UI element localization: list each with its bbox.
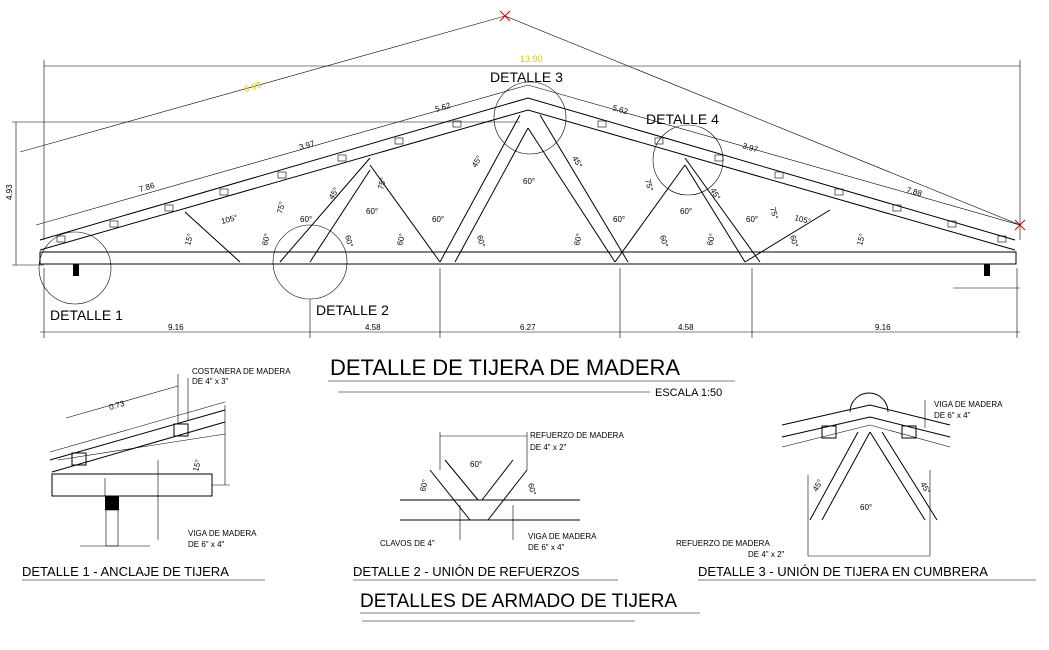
angle-60-l1: 60° <box>300 215 312 224</box>
detail-1: 0.73 COSTANERA DE MADERA DE 4" x 3" 15° … <box>22 367 291 581</box>
height-dimension: 4.93 <box>5 184 14 200</box>
bottom-seg-2: 4.58 <box>365 323 381 332</box>
angle-60-r6: 60° <box>658 234 670 248</box>
rafter-dimension-line <box>19 15 506 153</box>
angle-60-r1: 60° <box>746 215 758 224</box>
rafter-dimension: 6.99 <box>243 80 263 94</box>
left-chord-seg-3: 5.62 <box>434 101 452 114</box>
angle-15-right: 15° <box>855 232 867 246</box>
detail1-purlin-note-1: COSTANERA DE MADERA <box>192 367 291 376</box>
bottom-seg-3: 6.27 <box>520 323 536 332</box>
angle-75-r2: 75° <box>643 178 655 192</box>
detail1-beam-note-2: DE 6" x 4" <box>188 540 225 549</box>
detail3-caption: DETALLE 3 - UNIÓN DE TIJERA EN CUMBRERA <box>698 564 988 579</box>
angle-75-left: 75° <box>275 200 287 214</box>
angle-105-left: 105° <box>220 213 238 226</box>
main-truss: 13.90 6.99 4.93 <box>5 10 1026 338</box>
detalle-4-label: DETALLE 4 <box>646 111 719 127</box>
angle-60-r3: 60° <box>788 234 800 248</box>
detail2-beam-note-2: DE 6" x 4" <box>528 543 565 552</box>
angle-105-right: 105° <box>793 213 811 226</box>
right-chord-seg-2: 3.97 <box>741 141 759 154</box>
angle-45-l1: 45° <box>327 186 341 201</box>
detalle-2-label: DETALLE 2 <box>316 302 389 318</box>
detail3-beam-note-1: VIGA DE MADERA <box>934 400 1003 409</box>
detail-3: VIGA DE MADERA DE 6" x 4" 45° 45° 60° RE… <box>676 392 1036 581</box>
detalle-1-label: DETALLE 1 <box>50 307 123 323</box>
left-chord-seg-1: 7.86 <box>138 181 156 194</box>
footer-title: DETALLES DE ARMADO DE TIJERA <box>360 591 677 612</box>
angle-60-r7: 60° <box>572 232 584 246</box>
angle-45-r2: 45° <box>570 155 584 170</box>
bottom-seg-4: 4.58 <box>678 323 694 332</box>
detail-2: REFUERZO DE MADERA DE 4" x 2" 60° 60° 60… <box>353 431 624 581</box>
angle-60-r5: 60° <box>613 215 625 224</box>
angle-60-r2: 60° <box>705 232 717 246</box>
detail2-beam-note-1: VIGA DE MADERA <box>528 532 597 541</box>
angle-60-r4: 60° <box>680 207 692 216</box>
detail1-beam-note-1: VIGA DE MADERA <box>188 529 257 538</box>
angle-75-l2: 75° <box>376 176 388 190</box>
detail1-caption: DETALLE 1 - ANCLAJE DE TIJERA <box>22 564 229 579</box>
right-chord-seg-3: 7.88 <box>905 185 923 198</box>
main-title: DETALLE DE TIJERA DE MADERA <box>330 355 680 380</box>
angle-45-r1: 45° <box>708 187 722 202</box>
detail2-angle-center: 60° <box>470 460 482 469</box>
right-chord-seg-1: 5.62 <box>611 103 629 116</box>
detail2-angle-left: 60° <box>418 478 430 492</box>
detail3-beam-note-2: DE 6" x 4" <box>934 411 971 420</box>
detail1-angle: 15° <box>191 458 203 472</box>
angle-60-l5: 60° <box>432 215 444 224</box>
angle-60-l2: 60° <box>260 232 272 246</box>
detail2-nails-note: CLAVOS DE 4" <box>380 539 435 548</box>
angle-45-l2: 45° <box>470 154 484 169</box>
detail1-length: 0.73 <box>108 399 126 412</box>
angle-15-left: 15° <box>183 232 195 246</box>
angle-60-l3: 60° <box>343 234 355 248</box>
detail3-angle-center: 60° <box>860 503 872 512</box>
detail2-brace-note-1: REFUERZO DE MADERA <box>530 431 624 440</box>
detail3-angle-left: 45° <box>811 478 825 493</box>
angle-60-l7: 60° <box>475 234 487 248</box>
angle-75-r1: 75° <box>768 206 780 220</box>
span-dimension: 13.90 <box>520 54 543 64</box>
angle-60-center: 60° <box>523 177 535 186</box>
detalle-3-label: DETALLE 3 <box>490 69 563 85</box>
bottom-seg-1: 9.16 <box>168 323 184 332</box>
detail2-caption: DETALLE 2 - UNIÓN DE REFUERZOS <box>353 564 580 579</box>
bottom-seg-5: 9.16 <box>875 323 891 332</box>
detail3-brace-note-1: REFUERZO DE MADERA <box>676 539 770 548</box>
angle-60-l4: 60° <box>366 207 378 216</box>
angle-60-l6: 60° <box>395 232 407 246</box>
scale-label: ESCALA 1:50 <box>655 387 722 399</box>
detail2-brace-note-2: DE 4" x 2" <box>530 443 567 452</box>
detail1-purlin-note-2: DE 4" x 3" <box>192 377 229 386</box>
detail3-brace-note-2: DE 4" x 2" <box>748 550 785 559</box>
detail2-angle-right: 60° <box>526 482 538 496</box>
left-chord-seg-2: 3.97 <box>298 139 316 152</box>
